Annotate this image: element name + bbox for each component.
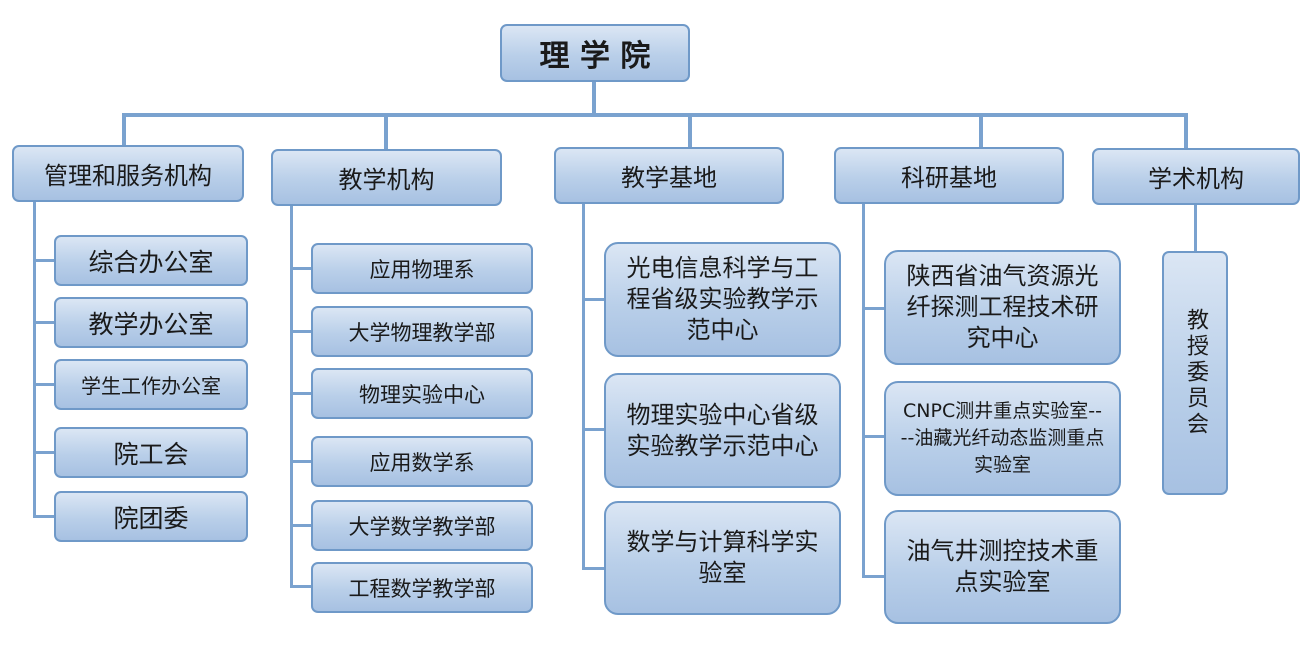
- spine-5: [1194, 204, 1197, 253]
- branch-4-1: [862, 307, 886, 310]
- category-label: 管理和服务机构: [44, 162, 212, 190]
- branch-2-4: [290, 460, 312, 463]
- item-label: CNPC测井重点实验室----油藏光纤动态监测重点实验室: [900, 400, 1105, 476]
- root-connector: [592, 81, 596, 117]
- category-research-base: 科研基地: [834, 147, 1064, 204]
- bus-drop-2: [384, 113, 388, 150]
- category-management: 管理和服务机构: [12, 145, 244, 202]
- spine-4: [862, 201, 865, 578]
- item-professors-committee: 教授委员会: [1162, 251, 1228, 495]
- item-label: 院团委: [113, 503, 189, 533]
- item-college-physics-division: 大学物理教学部: [311, 306, 533, 357]
- category-label: 学术机构: [1148, 165, 1244, 193]
- item-youth-league: 院团委: [54, 491, 248, 542]
- category-label: 科研基地: [901, 164, 997, 192]
- branch-3-1: [582, 298, 606, 301]
- item-optoelectronic-demo-center: 光电信息科学与工程省级实验教学示范中心: [604, 242, 841, 357]
- item-student-affairs-office: 学生工作办公室: [54, 359, 248, 410]
- item-physics-lab-center: 物理实验中心: [311, 368, 533, 419]
- branch-3-3: [582, 567, 606, 570]
- branch-1-5: [33, 515, 55, 518]
- branch-2-6: [290, 585, 312, 588]
- item-label: 大学物理教学部: [348, 320, 496, 345]
- root-label: 理 学 院: [539, 39, 651, 74]
- item-label: 应用物理系: [369, 257, 475, 282]
- item-label: 数学与计算科学实验室: [626, 528, 819, 587]
- item-fiber-detection-research-center: 陕西省油气资源光纤探测工程技术研究中心: [884, 250, 1121, 365]
- branch-2-5: [290, 524, 312, 527]
- item-well-measurement-lab: 油气井测控技术重点实验室: [884, 510, 1121, 624]
- item-general-office: 综合办公室: [54, 235, 248, 286]
- bus-drop-3: [688, 113, 692, 148]
- category-academic: 学术机构: [1092, 148, 1300, 205]
- root-node: 理 学 院: [500, 24, 690, 82]
- item-label: 大学数学教学部: [348, 514, 496, 539]
- item-label: 学生工作办公室: [81, 374, 221, 398]
- item-applied-physics-dept: 应用物理系: [311, 243, 533, 294]
- bus-drop-4: [979, 113, 983, 148]
- category-teaching: 教学机构: [271, 149, 502, 206]
- bus-drop-5: [1184, 113, 1188, 149]
- branch-4-2: [862, 435, 886, 438]
- branch-1-3: [33, 383, 55, 386]
- category-label: 教学基地: [621, 164, 717, 192]
- item-labor-union: 院工会: [54, 427, 248, 478]
- spine-3: [582, 202, 585, 570]
- item-applied-math-dept: 应用数学系: [311, 436, 533, 487]
- item-label: 物理实验中心省级实验教学示范中心: [626, 400, 819, 460]
- branch-4-3: [862, 575, 886, 578]
- item-label: 陕西省油气资源光纤探测工程技术研究中心: [906, 262, 1099, 352]
- item-physics-lab-demo-center: 物理实验中心省级实验教学示范中心: [604, 373, 841, 488]
- branch-2-1: [290, 267, 312, 270]
- branch-1-2: [33, 321, 55, 324]
- item-label: 物理实验中心: [359, 382, 485, 407]
- item-label: 光电信息科学与工程省级实验教学示范中心: [626, 254, 819, 344]
- branch-1-1: [33, 259, 55, 262]
- item-college-math-division: 大学数学教学部: [311, 500, 533, 551]
- item-engineering-math-division: 工程数学教学部: [311, 562, 533, 613]
- item-teaching-office: 教学办公室: [54, 297, 248, 348]
- item-label: 院工会: [113, 439, 189, 469]
- item-label: 油气井测控技术重点实验室: [906, 537, 1099, 596]
- item-label: 综合办公室: [88, 247, 214, 277]
- branch-1-4: [33, 451, 55, 454]
- top-bus-line: [122, 113, 1188, 117]
- item-label: 工程数学教学部: [348, 576, 496, 601]
- bus-drop-1: [122, 113, 126, 147]
- spine-1: [33, 201, 36, 516]
- spine-2: [290, 204, 293, 587]
- category-label: 教学机构: [338, 166, 435, 194]
- item-cnpc-logging-lab: CNPC测井重点实验室----油藏光纤动态监测重点实验室: [884, 381, 1121, 496]
- category-teaching-base: 教学基地: [554, 147, 784, 204]
- branch-2-3: [290, 392, 312, 395]
- item-label: 教授委员会: [1183, 308, 1208, 438]
- branch-3-2: [582, 428, 606, 431]
- branch-2-2: [290, 330, 312, 333]
- item-math-computing-lab: 数学与计算科学实验室: [604, 501, 841, 615]
- item-label: 教学办公室: [88, 309, 214, 339]
- item-label: 应用数学系: [369, 450, 475, 475]
